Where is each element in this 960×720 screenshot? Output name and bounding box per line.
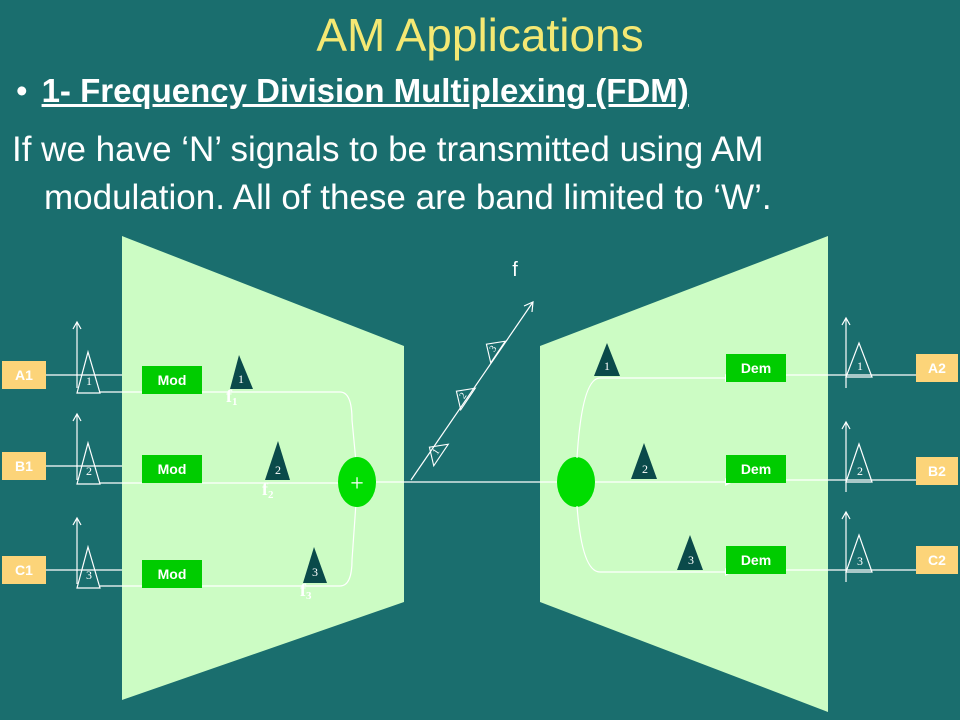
- svg-text:+: +: [350, 471, 364, 497]
- output-triangle-1: [845, 341, 873, 378]
- modulated-triangle-1: [230, 355, 253, 389]
- demux-triangle-1: [594, 343, 620, 376]
- input-label-c1: C1: [2, 556, 46, 584]
- demux-triangle-2-number: 2: [642, 462, 648, 476]
- svg-text:Dem: Dem: [741, 360, 771, 376]
- modulated-triangle-1-number: 1: [238, 372, 244, 386]
- svg-text:3: 3: [487, 344, 499, 354]
- frequency-axis-label: f: [512, 259, 518, 281]
- axis-triangle-3: 3: [485, 340, 507, 365]
- svg-text:B1: B1: [15, 458, 33, 474]
- output-label-a2: A2: [916, 354, 958, 382]
- output-triangle-2-number: 2: [857, 464, 863, 478]
- demux-triangle-3-number: 3: [688, 553, 694, 567]
- paragraph-line-2: modulation. All of these are band limite…: [44, 178, 772, 217]
- svg-text:2: 2: [457, 391, 469, 401]
- demux-triangle-1-number: 1: [604, 359, 610, 373]
- carrier-label-2: f2: [262, 479, 274, 501]
- svg-text:C2: C2: [928, 552, 946, 568]
- bullet-text: 1- Frequency Division Multiplexing (FDM): [41, 72, 689, 109]
- output-label-b2: B2: [916, 457, 958, 485]
- dem-box-3: Dem: [726, 546, 786, 574]
- output-triangle-3-number: 3: [857, 554, 863, 568]
- output-triangle-1-number: 1: [857, 359, 863, 373]
- paragraph-line-1: If we have ‘N’ signals to be transmitted…: [12, 130, 764, 169]
- slide-title: AM Applications: [316, 9, 644, 61]
- svg-text:C1: C1: [15, 562, 33, 578]
- input-triangle-2-number: 2: [86, 464, 92, 478]
- mod-box-1: Mod: [142, 366, 202, 394]
- svg-text:A1: A1: [15, 367, 33, 383]
- input-label-a1: A1: [2, 361, 46, 389]
- mod-box-3: Mod: [142, 560, 202, 588]
- summing-node: +: [338, 457, 376, 507]
- carrier-label-1: f1: [226, 386, 238, 408]
- frequency-axis: [410, 301, 534, 481]
- input-spectrum-axes: [46, 320, 122, 584]
- bullet-dot: •: [16, 72, 28, 109]
- input-triangle-3-number: 3: [86, 568, 92, 582]
- description-paragraph: If we have ‘N’ signals to be transmitted…: [12, 126, 952, 222]
- bullet-heading: • 1- Frequency Division Multiplexing (FDM…: [16, 72, 689, 110]
- input-label-b1: B1: [2, 452, 46, 480]
- svg-text:B2: B2: [928, 463, 946, 479]
- output-triangle-2: [845, 442, 873, 483]
- output-triangle-3: [845, 533, 873, 573]
- carrier-label-3: f3: [300, 580, 312, 602]
- svg-text:A2: A2: [928, 360, 946, 376]
- input-triangle-1-number: 1: [86, 374, 92, 388]
- svg-text:1: 1: [430, 447, 442, 457]
- demux-triangle-2: [631, 443, 657, 479]
- svg-text:Dem: Dem: [741, 461, 771, 477]
- svg-text:Dem: Dem: [741, 552, 771, 568]
- input-triangle-1: [76, 349, 101, 394]
- svg-text:Mod: Mod: [158, 461, 187, 477]
- demux-triangle-3: [677, 535, 703, 570]
- axis-triangle-2: 2: [455, 387, 477, 412]
- mod-input-wires: [100, 391, 142, 587]
- modulated-triangle-2-number: 2: [275, 463, 281, 477]
- demux-wires: [576, 377, 725, 573]
- mod-output-wires: [202, 391, 357, 587]
- input-triangle-3: [76, 544, 101, 589]
- modulated-triangle-3: [303, 547, 327, 583]
- input-triangle-2: [76, 440, 101, 485]
- dem-box-1: Dem: [726, 354, 786, 382]
- modulated-triangle-2: [265, 441, 290, 480]
- output-label-c2: C2: [916, 546, 958, 574]
- svg-text:Mod: Mod: [158, 372, 187, 388]
- modulated-triangle-3-number: 3: [312, 565, 318, 579]
- mod-box-2: Mod: [142, 455, 202, 483]
- svg-text:Mod: Mod: [158, 566, 187, 582]
- dem-box-2: Dem: [726, 455, 786, 483]
- splitter-node: [557, 457, 595, 507]
- axis-triangle-1: 1: [428, 443, 450, 468]
